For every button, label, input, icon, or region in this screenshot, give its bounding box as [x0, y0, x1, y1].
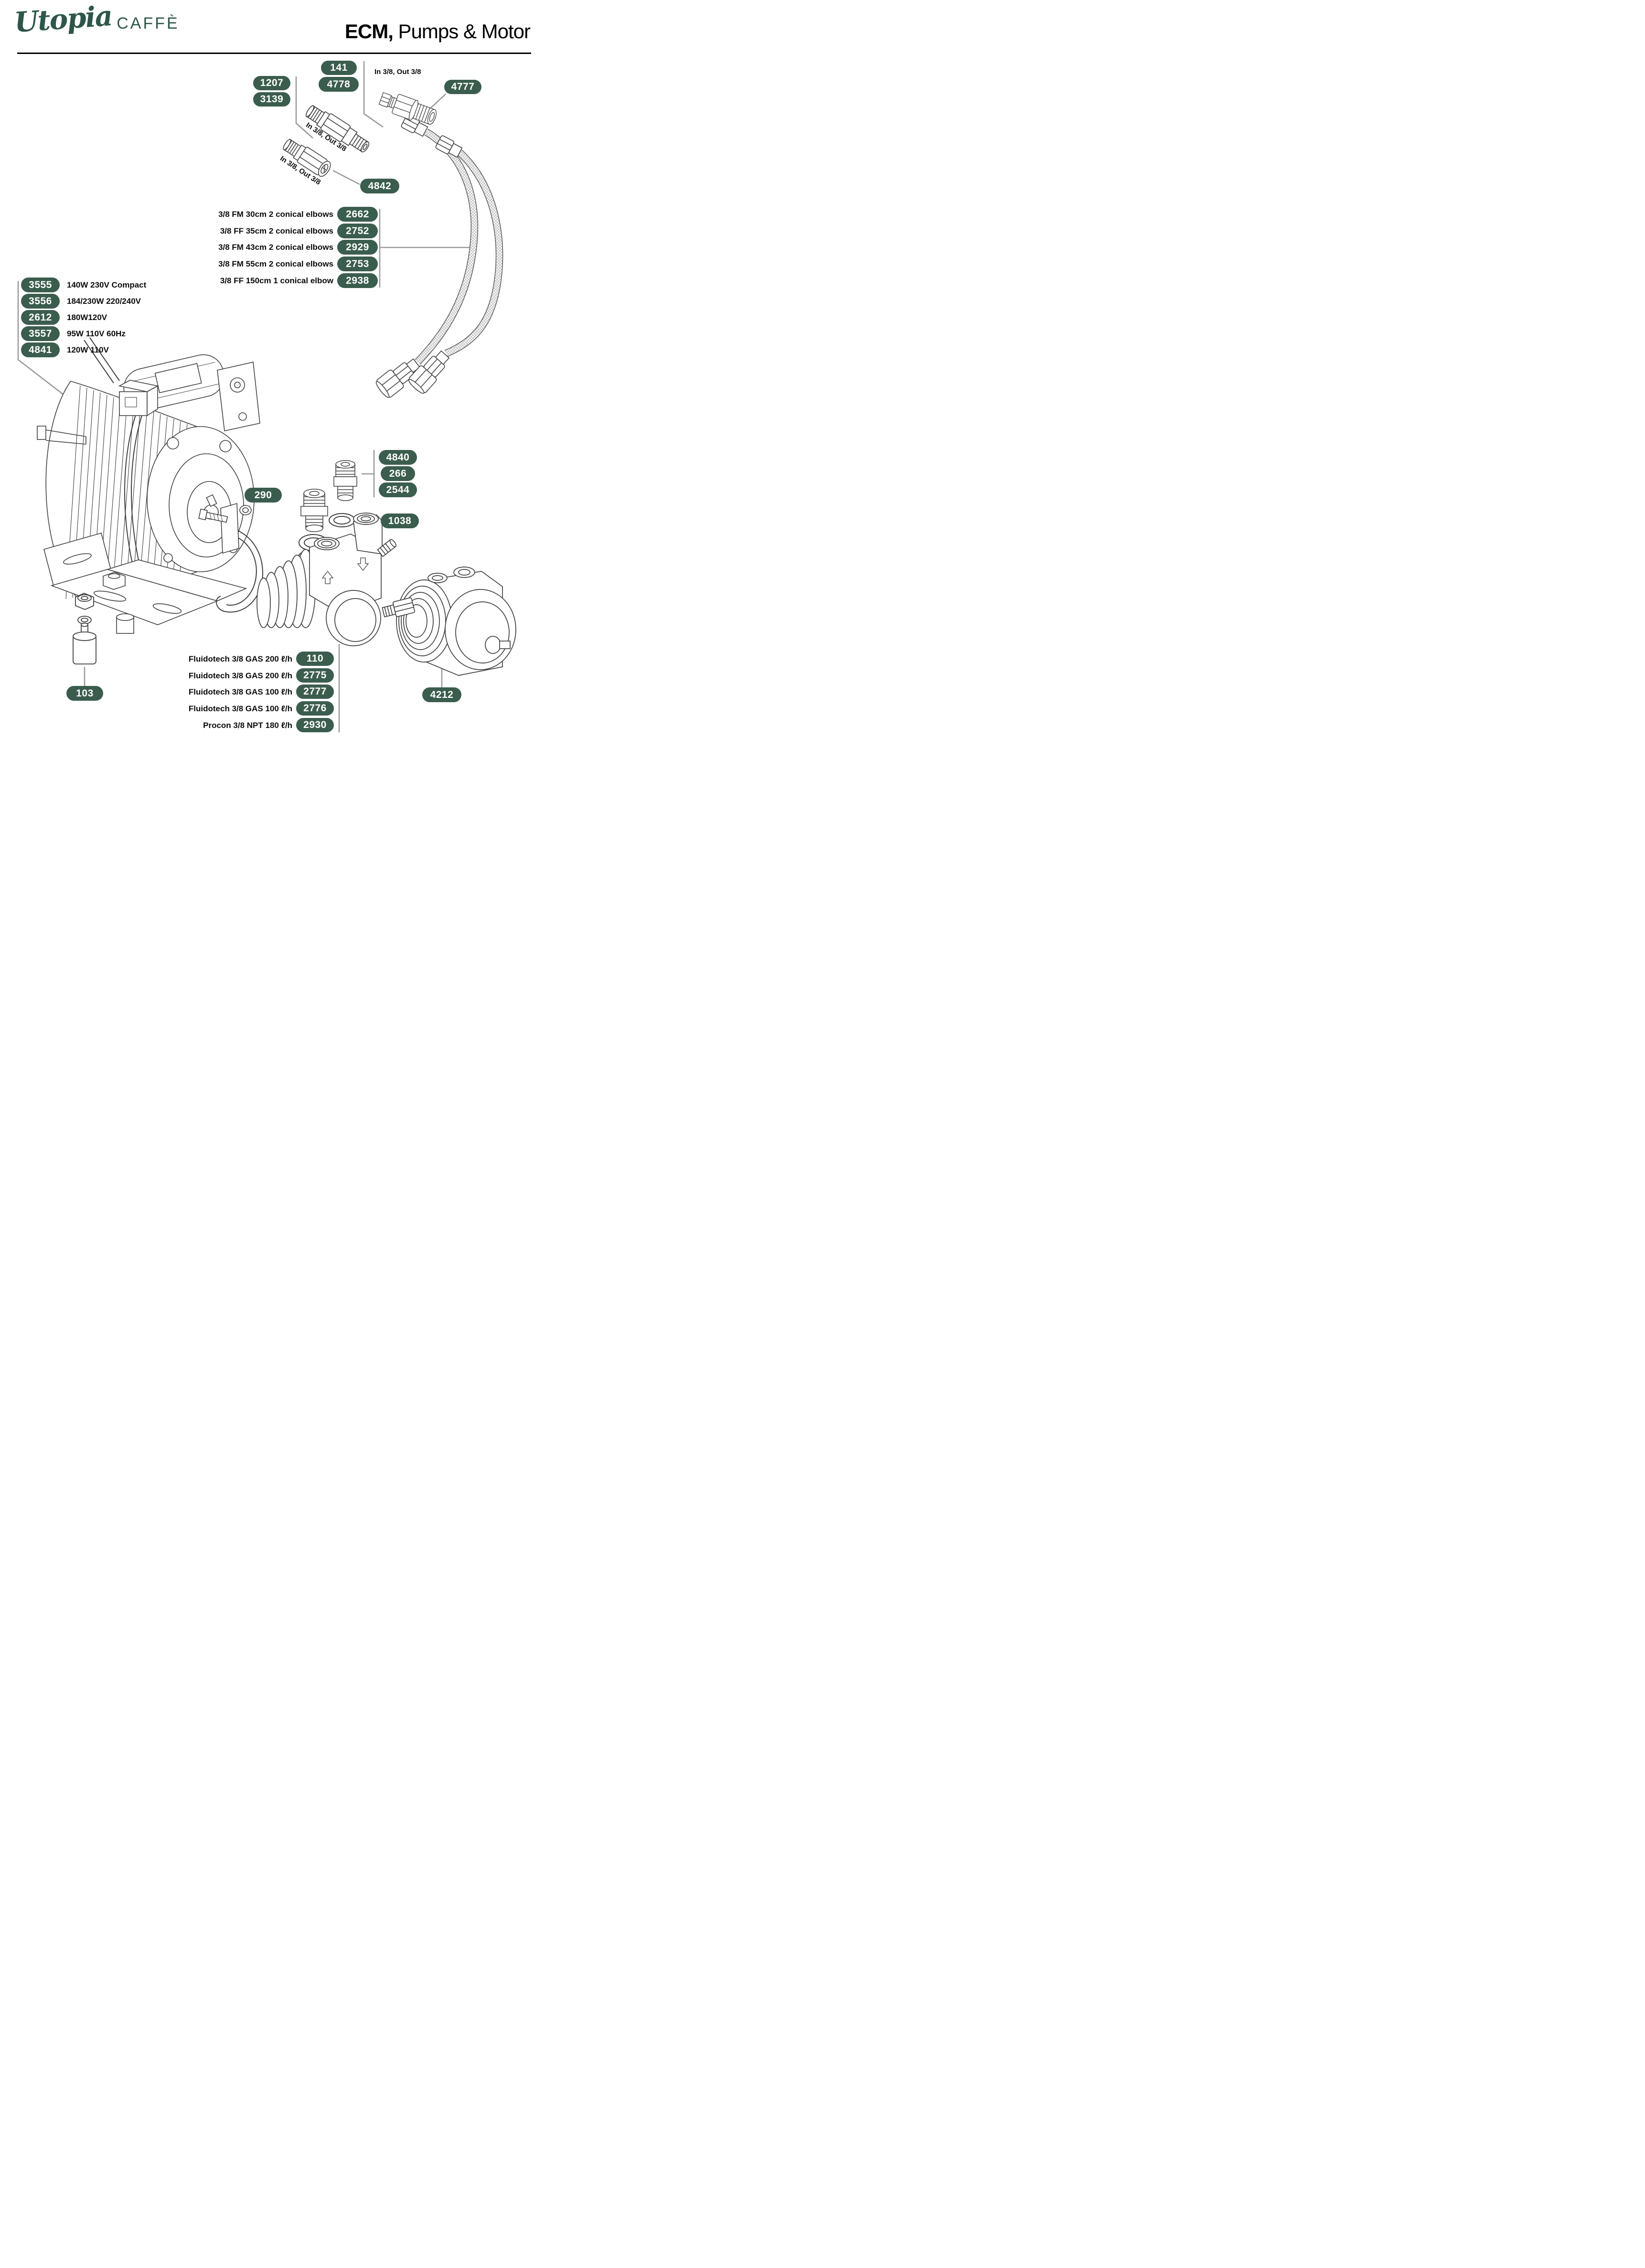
diagram-canvas: [17, 61, 516, 732]
part-badge-141: 141: [321, 61, 357, 75]
hose-row-badge-2662: 2662: [337, 207, 378, 222]
hose-row-badge-2753: 2753: [337, 257, 378, 271]
check-valve-ff-drawing: [283, 139, 331, 177]
mount-parts-drawing: [73, 593, 96, 664]
page-title: ECM, Pumps & Motor: [344, 20, 531, 43]
motor-row-badge-2612: 2612: [21, 310, 60, 325]
check-valve-main-drawing: [378, 92, 437, 125]
part-badge-3139: 3139: [253, 92, 290, 107]
motor-row-badge-3556: 3556: [21, 294, 60, 309]
part-badge-4778: 4778: [319, 77, 359, 92]
nipple-fitting-left-drawing: [300, 489, 328, 532]
part-badge-266: 266: [381, 466, 415, 481]
hose-row-label: 3/8 FM 43cm 2 conical elbows: [218, 243, 333, 252]
pump-row-badge-2776: 2776: [296, 701, 334, 716]
motor-row-badge-3557: 3557: [21, 326, 60, 341]
fluidotech-pump-drawing: [256, 513, 397, 646]
motor-row-badge-3555: 3555: [21, 278, 60, 292]
hose-row-label: 3/8 FF 150cm 1 conical elbow: [220, 276, 333, 285]
pump-row-label: Fluidotech 3/8 GAS 100 ℓ/h: [188, 704, 292, 713]
annotation-in-out-top: In 3/8, Out 3/8: [374, 68, 421, 76]
hose-row-badge-2938: 2938: [337, 273, 378, 288]
pump-row-badge-2930: 2930: [296, 718, 334, 732]
procon-pump-drawing: [382, 567, 516, 676]
part-badge-2544: 2544: [379, 482, 417, 497]
pump-row-label: Fluidotech 3/8 GAS 100 ℓ/h: [188, 687, 292, 696]
part-badge-4777: 4777: [444, 80, 481, 94]
motor-row-label: 95W 110V 60Hz: [67, 329, 126, 338]
pump-row-label: Fluidotech 3/8 GAS 200 ℓ/h: [188, 654, 292, 663]
part-badge-4840: 4840: [379, 450, 417, 465]
motor-row-label: 120W 110V: [67, 345, 109, 354]
hose-row-label: 3/8 FM 55cm 2 conical elbows: [218, 259, 333, 268]
page-title-rest: Pumps & Motor: [393, 20, 531, 43]
hose-row-label: 3/8 FF 35cm 2 conical elbows: [220, 226, 333, 235]
part-badge-4842: 4842: [360, 179, 399, 193]
motor-row-label: 180W120V: [67, 313, 107, 322]
brand-logo-caffe: CAFFÈ: [117, 14, 180, 32]
pump-row-badge-2775: 2775: [296, 668, 334, 683]
pump-row-label: Fluidotech 3/8 GAS 200 ℓ/h: [188, 671, 292, 680]
part-badge-4212: 4212: [422, 687, 461, 702]
part-badge-103: 103: [66, 686, 103, 701]
part-badge-1207: 1207: [253, 76, 290, 90]
header-rule: [17, 53, 531, 54]
nipple-fitting-right-drawing: [333, 460, 357, 501]
pump-row-label: Procon 3/8 NPT 180 ℓ/h: [203, 721, 292, 730]
hose-row-badge-2929: 2929: [337, 240, 378, 255]
check-valve-fm-drawing: [305, 105, 370, 152]
motor-row-label: 184/230W 220/240V: [67, 297, 141, 306]
pump-row-badge-110: 110: [296, 652, 334, 666]
motor-row-label: 140W 230V Compact: [67, 280, 147, 289]
page-title-bold: ECM,: [344, 20, 394, 43]
hose-row-label: 3/8 FM 30cm 2 conical elbows: [218, 210, 333, 219]
motor-row-badge-4841: 4841: [21, 342, 60, 357]
o-ring-1038-drawing: [329, 513, 355, 527]
braided-hoses-drawing: [375, 114, 503, 398]
part-badge-1038: 1038: [381, 514, 419, 528]
motor-drawing: [37, 337, 263, 634]
pump-row-badge-2777: 2777: [296, 685, 334, 699]
part-badge-290: 290: [245, 488, 282, 503]
hose-row-badge-2752: 2752: [337, 224, 378, 238]
